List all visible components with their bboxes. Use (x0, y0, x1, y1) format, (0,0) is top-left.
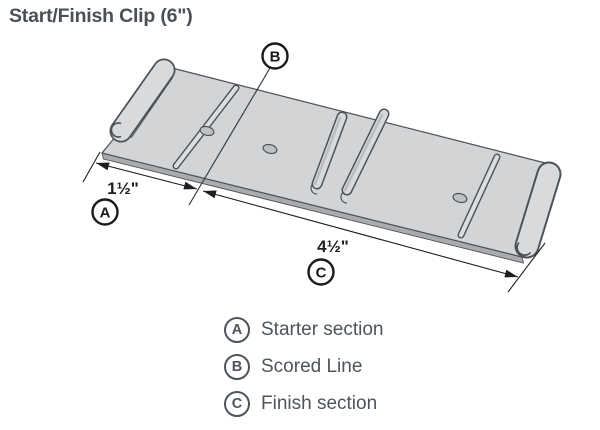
standing-fin-1 (310, 111, 348, 195)
callout-a: A (91, 198, 119, 226)
legend-item-starter: A Starter section (224, 311, 384, 348)
dimension-starter: 1½" (82, 151, 198, 198)
callout-c: C (307, 258, 335, 286)
left-hem-curl (109, 58, 176, 143)
rivet-hole-3 (452, 192, 468, 204)
hem-open-lip (110, 122, 122, 138)
arrowhead-right (183, 181, 197, 190)
legend-b-label: Scored Line (261, 355, 363, 377)
arrowhead-left (96, 162, 110, 171)
legend-item-finish: C Finish section (224, 385, 384, 422)
scored-line-leader (188, 67, 271, 206)
legend-b-circle-icon: B (224, 353, 250, 380)
callout-c-letter: C (316, 264, 327, 281)
extension-line-left (82, 151, 101, 183)
legend-c-circle-icon: C (224, 390, 250, 417)
hem-open-lip (516, 241, 532, 256)
page-title: Start/Finish Clip (6") (9, 5, 193, 27)
callout-a-letter: A (100, 204, 111, 221)
rivet-hole-1 (199, 125, 215, 137)
finish-bead-rib (457, 153, 501, 239)
legend-c-label: Finish section (261, 392, 378, 414)
dimension-line (95, 162, 198, 190)
callout-a-circle (91, 198, 119, 226)
dimension-line (202, 190, 519, 278)
dimension-finish-value: 4½" (317, 237, 349, 256)
legend: A Starter section B Scored Line C Finish… (224, 311, 384, 422)
callout-c-circle (307, 258, 335, 286)
callout-b-circle (261, 42, 289, 70)
callout-b-letter: B (270, 48, 281, 65)
dimension-finish: 4½" (202, 190, 546, 293)
legend-a-circle-icon: A (224, 316, 250, 343)
right-hem-curl (514, 161, 562, 259)
legend-item-scored-line: B Scored Line (224, 348, 384, 385)
extension-line-right (507, 242, 546, 293)
dimension-starter-value: 1½" (107, 179, 139, 198)
standing-fin-2 (340, 108, 390, 204)
rivet-hole-2 (262, 143, 278, 155)
arrowhead-left (203, 190, 217, 199)
callout-b: B (261, 42, 289, 70)
clip-body (101, 58, 562, 264)
legend-a-label: Starter section (261, 318, 384, 340)
arrowhead-right (504, 269, 518, 278)
